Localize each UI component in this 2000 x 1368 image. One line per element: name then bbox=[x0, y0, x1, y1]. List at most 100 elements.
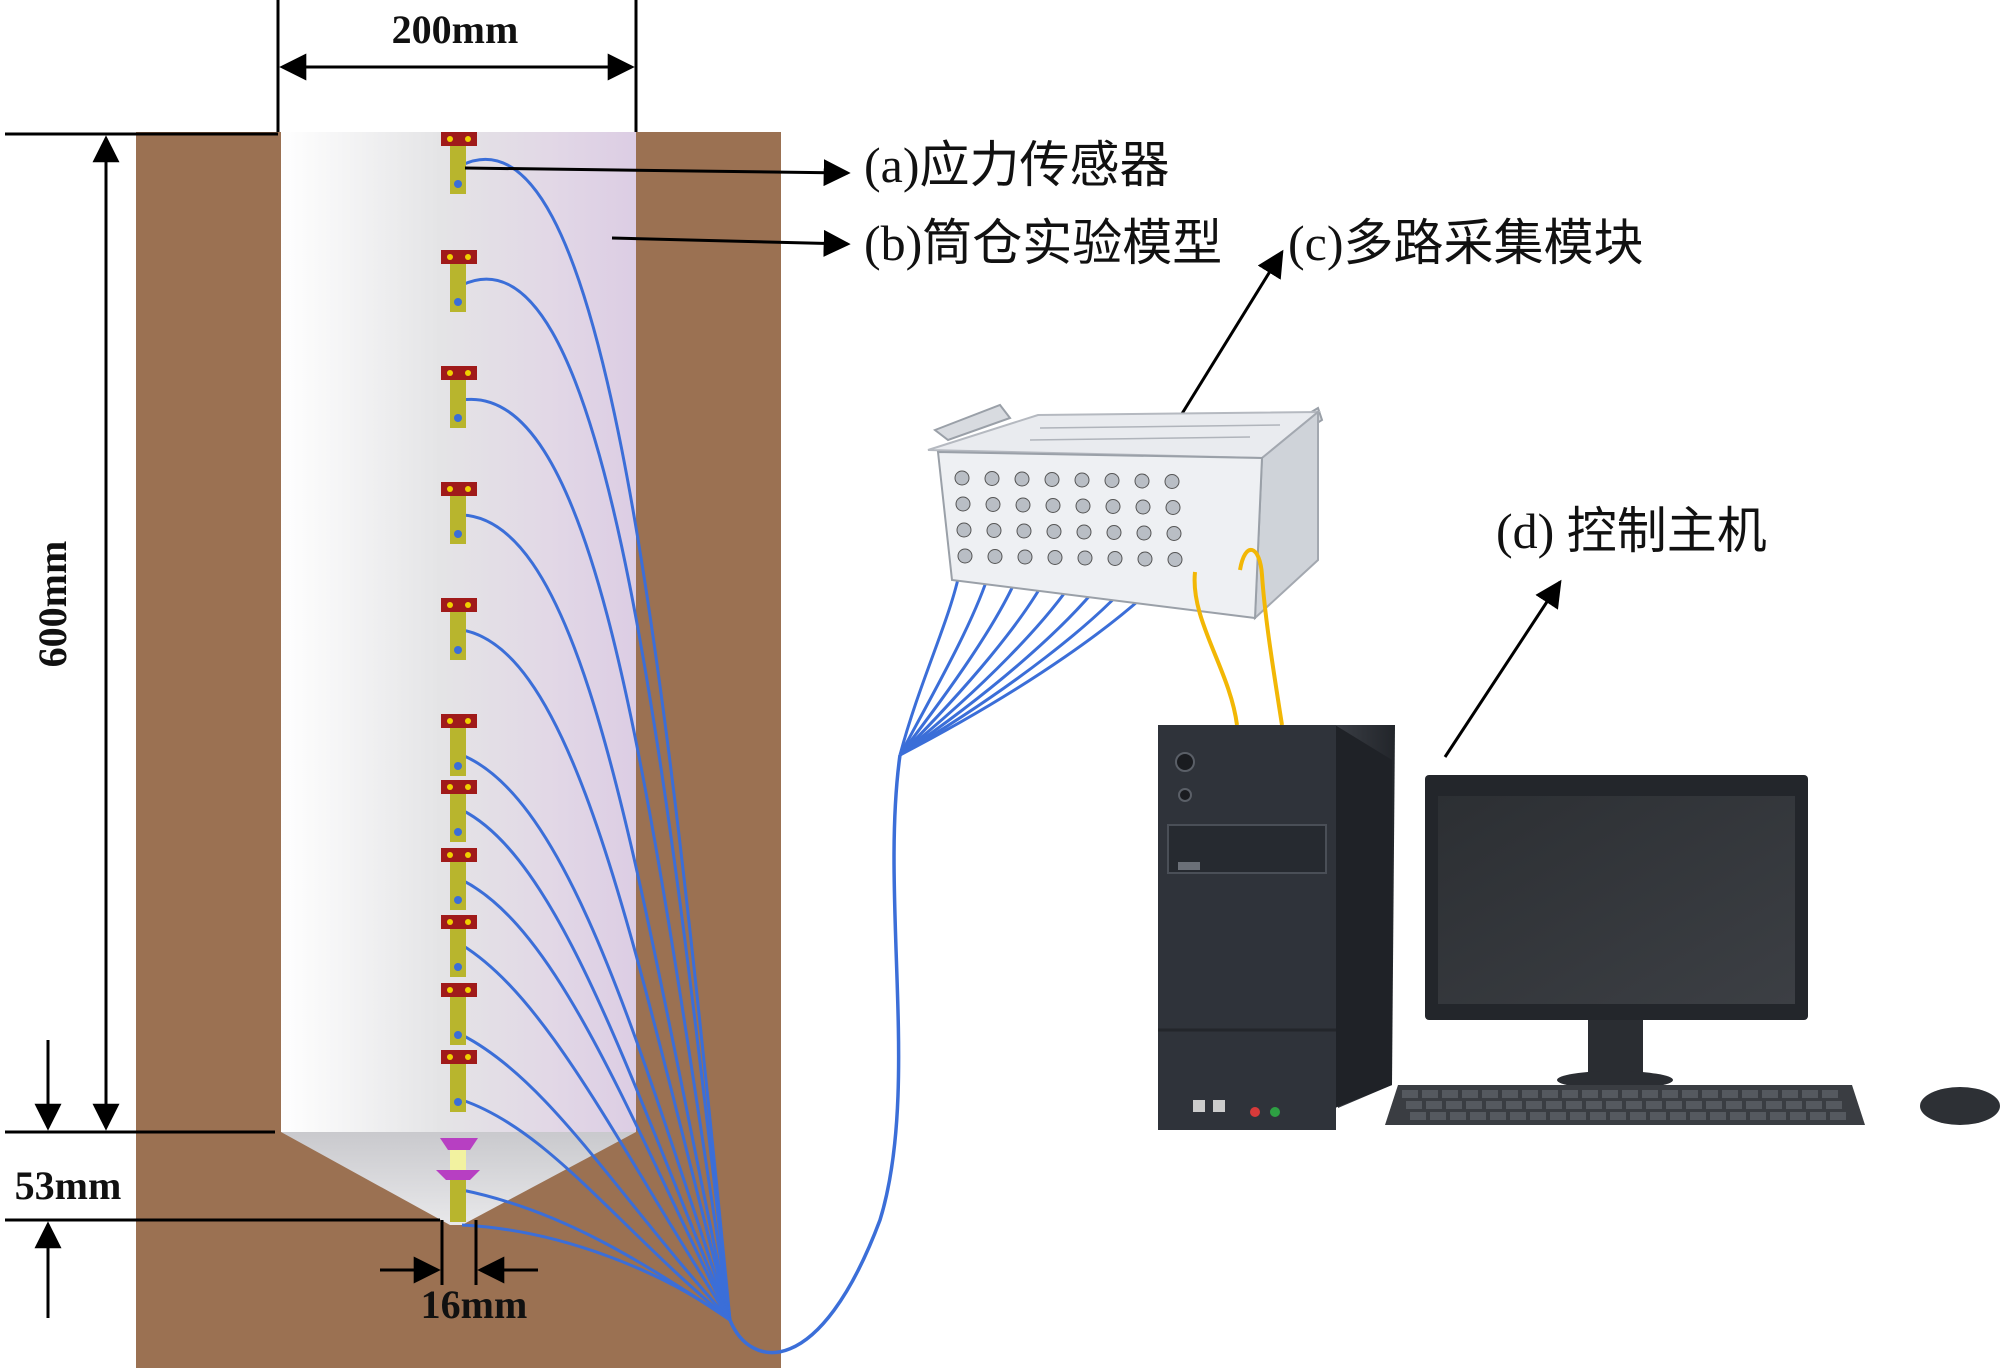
keyboard-key bbox=[1650, 1112, 1666, 1120]
connector-port bbox=[1137, 551, 1153, 567]
connector-port bbox=[1017, 549, 1033, 565]
keyboard-key bbox=[1602, 1090, 1618, 1098]
keyboard-key bbox=[1410, 1112, 1426, 1120]
keyboard-icon bbox=[1385, 1085, 1865, 1125]
connector-port bbox=[1075, 498, 1091, 514]
keyboard-key bbox=[1790, 1112, 1806, 1120]
stress-sensor-icon bbox=[441, 1050, 477, 1112]
keyboard-key bbox=[1490, 1112, 1506, 1120]
keyboard-key bbox=[1466, 1101, 1482, 1109]
acquisition-module-label: (c)多路采集模块 bbox=[1288, 215, 1644, 271]
keyboard-key bbox=[1510, 1112, 1526, 1120]
keyboard-key bbox=[1762, 1090, 1778, 1098]
keyboard-key bbox=[1722, 1090, 1738, 1098]
silo-model-label: (b)筒仓实验模型 bbox=[864, 215, 1222, 271]
keyboard-key bbox=[1670, 1112, 1686, 1120]
keyboard-key bbox=[1622, 1090, 1638, 1098]
connector-port bbox=[1047, 550, 1063, 565]
keyboard-key bbox=[1462, 1090, 1478, 1098]
stress-sensor-icon bbox=[436, 1138, 480, 1222]
connector-port bbox=[1167, 552, 1183, 567]
keyboard-key bbox=[1730, 1112, 1746, 1120]
keyboard-key bbox=[1610, 1112, 1626, 1120]
keyboard-key bbox=[1822, 1090, 1838, 1098]
keyboard-key bbox=[1442, 1090, 1458, 1098]
keyboard-key bbox=[1546, 1101, 1562, 1109]
keyboard-key bbox=[1806, 1101, 1822, 1109]
keyboard-key bbox=[1550, 1112, 1566, 1120]
keyboard-key bbox=[1506, 1101, 1522, 1109]
stress-sensor-icon bbox=[441, 598, 477, 660]
keyboard-key bbox=[1686, 1101, 1702, 1109]
connector-port bbox=[1165, 500, 1181, 515]
dimension-lines bbox=[5, 0, 1562, 1318]
mouse-icon bbox=[1920, 1087, 2000, 1125]
keyboard-key bbox=[1666, 1101, 1682, 1109]
monitor-icon bbox=[1425, 775, 1808, 1089]
connector-port bbox=[1166, 526, 1182, 541]
keyboard-key bbox=[1630, 1112, 1646, 1120]
keyboard-key bbox=[1482, 1090, 1498, 1098]
keyboard-key bbox=[1662, 1090, 1678, 1098]
keyboard-key bbox=[1786, 1101, 1802, 1109]
keyboard-key bbox=[1710, 1112, 1726, 1120]
keyboard-key bbox=[1470, 1112, 1486, 1120]
keyboard-key bbox=[1542, 1090, 1558, 1098]
host-computer-label: (d) 控制主机 bbox=[1496, 503, 1767, 559]
keyboard-key bbox=[1810, 1112, 1826, 1120]
keyboard-key bbox=[1586, 1101, 1602, 1109]
keyboard-key bbox=[1742, 1090, 1758, 1098]
connector-port bbox=[1134, 473, 1150, 489]
connector-port bbox=[1106, 525, 1122, 540]
connector-port bbox=[985, 497, 1001, 512]
keyboard-key bbox=[1690, 1112, 1706, 1120]
keyboard-key bbox=[1826, 1101, 1842, 1109]
usb-cables bbox=[1192, 547, 1284, 726]
stress-sensor-icon bbox=[441, 482, 477, 544]
connector-port bbox=[954, 470, 970, 486]
module-connector-ports bbox=[954, 470, 1183, 567]
connector-port bbox=[1074, 472, 1090, 488]
keyboard-key bbox=[1562, 1090, 1578, 1098]
keyboard-key bbox=[1406, 1101, 1422, 1109]
keyboard-key bbox=[1726, 1101, 1742, 1109]
acquisition-module-icon bbox=[927, 403, 1324, 621]
stress-sensor-column bbox=[436, 132, 480, 1222]
connector-port bbox=[1014, 471, 1030, 487]
keyboard-key bbox=[1530, 1112, 1546, 1120]
keyboard-key bbox=[1450, 1112, 1466, 1120]
stress-sensor-icon bbox=[441, 366, 477, 428]
outlet-width-dimension-label: 16mm bbox=[421, 1282, 528, 1327]
connector-port bbox=[1016, 523, 1032, 539]
connector-port bbox=[1046, 524, 1062, 539]
keyboard-key bbox=[1642, 1090, 1658, 1098]
keyboard-key bbox=[1502, 1090, 1518, 1098]
sensor-label: (a)应力传感器 bbox=[864, 137, 1170, 193]
keyboard-key bbox=[1446, 1101, 1462, 1109]
keyboard-key bbox=[1782, 1090, 1798, 1098]
keyboard-key bbox=[1426, 1101, 1442, 1109]
keyboard-key bbox=[1606, 1101, 1622, 1109]
connector-port bbox=[1076, 524, 1092, 540]
computer-tower-icon bbox=[1158, 725, 1395, 1130]
connector-port bbox=[957, 548, 973, 564]
keyboard-key bbox=[1706, 1101, 1722, 1109]
cone-height-dimension-label: 53mm bbox=[15, 1163, 122, 1208]
keyboard-key bbox=[1830, 1112, 1846, 1120]
connector-port bbox=[1044, 472, 1060, 487]
keyboard-key bbox=[1626, 1101, 1642, 1109]
stress-sensor-icon bbox=[441, 714, 477, 776]
keyboard-key bbox=[1750, 1112, 1766, 1120]
connector-port bbox=[986, 523, 1002, 538]
connector-port bbox=[987, 549, 1003, 564]
connector-port bbox=[1015, 497, 1031, 513]
stress-sensor-icon bbox=[441, 983, 477, 1045]
keyboard-key bbox=[1430, 1112, 1446, 1120]
keyboard-key bbox=[1682, 1090, 1698, 1098]
keyboard-keys bbox=[1402, 1090, 1846, 1120]
stress-sensor-icon bbox=[441, 915, 477, 977]
connector-port bbox=[1135, 499, 1151, 515]
keyboard-key bbox=[1526, 1101, 1542, 1109]
stress-sensor-icon bbox=[441, 780, 477, 842]
connector-port bbox=[1045, 498, 1061, 513]
